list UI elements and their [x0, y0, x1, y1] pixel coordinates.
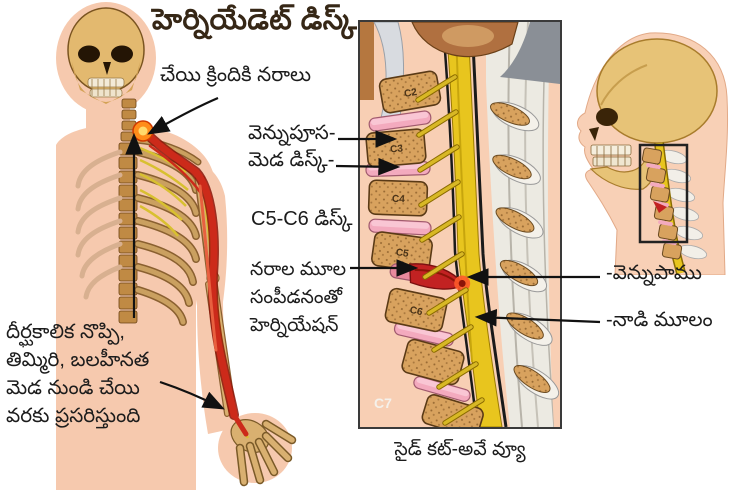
nerve-roots [415, 74, 485, 426]
hand [230, 419, 297, 487]
jaw-area [360, 22, 560, 123]
herniation-spot [653, 201, 667, 213]
vertebra-label: C2 [403, 87, 418, 100]
vertebra-label: C3 [390, 143, 404, 155]
label-herniation-line: సంపీడనంతో [250, 287, 343, 308]
label-herniation-line: నరాల మూల [250, 259, 347, 280]
herniation-glow [132, 120, 154, 142]
label-symptoms-line: వరకు ప్రసరిస్తుంది [6, 405, 141, 427]
label-herniation-line: హెర్నియేషన్ [250, 315, 339, 336]
spine-cutaway-illustration: C2 C3 C4 C5 [360, 22, 560, 427]
disc-c4c5 [368, 218, 432, 236]
head-profile-illustration [577, 32, 729, 275]
vertebra-label: C4 [392, 194, 406, 205]
red-nerve-path [138, 125, 249, 437]
spinal-cord [441, 22, 508, 427]
disc-c2c3 [368, 110, 432, 132]
vertebra-c7 [401, 338, 465, 386]
spine-cutaway-panel: C2 C3 C4 C5 [358, 20, 562, 429]
label-vertebra: వెన్నుపూస- [248, 122, 336, 144]
label-symptoms-line: దీర్ఘకాలిక నొప్పి, [6, 321, 125, 343]
skull [67, 7, 145, 104]
label-herniation: నరాల మూల సంపీడనంతో హెర్నియేషన్ [250, 256, 346, 340]
cutaway-region-outline [638, 143, 689, 244]
label-neck-disc: మెడ డిస్క్- [248, 149, 335, 171]
label-arm-nerves: చేయి క్రిందికి నరాలు [160, 64, 312, 86]
label-c5c6-disc: C5-C6 డిస్క్ [251, 208, 353, 230]
panel-corner-label: C7 [374, 395, 392, 411]
vertebra-c4: C4 [367, 179, 429, 217]
cervical-spine-profile [638, 142, 708, 275]
label-spinal-cord: -వెన్నుపాము [606, 262, 702, 284]
label-symptoms-line: మెడ నుండి చేయి [6, 377, 140, 399]
vertebra-label: C5 [395, 247, 410, 260]
label-nerve-root: -నాడి మూలం [606, 309, 713, 331]
label-symptoms: దీర్ఘకాలిక నొప్పి, తిమ్మిరి, బలహీనత మెడ … [6, 318, 149, 430]
label-symptoms-line: తిమ్మిరి, బలహీనత [6, 349, 150, 371]
panel-caption: సైడ్ కట్-అవే వ్యూ [394, 439, 526, 460]
label-vertebra-disc: వెన్నుపూస- మెడ డిస్క్- [248, 120, 335, 174]
vertebra-label: C6 [409, 305, 424, 319]
vertebra-c6: C6 [384, 287, 448, 333]
vertebra-c2: C2 [378, 70, 442, 114]
page-title: హెర్నియేడెట్ డిస్క్ [152, 4, 358, 36]
